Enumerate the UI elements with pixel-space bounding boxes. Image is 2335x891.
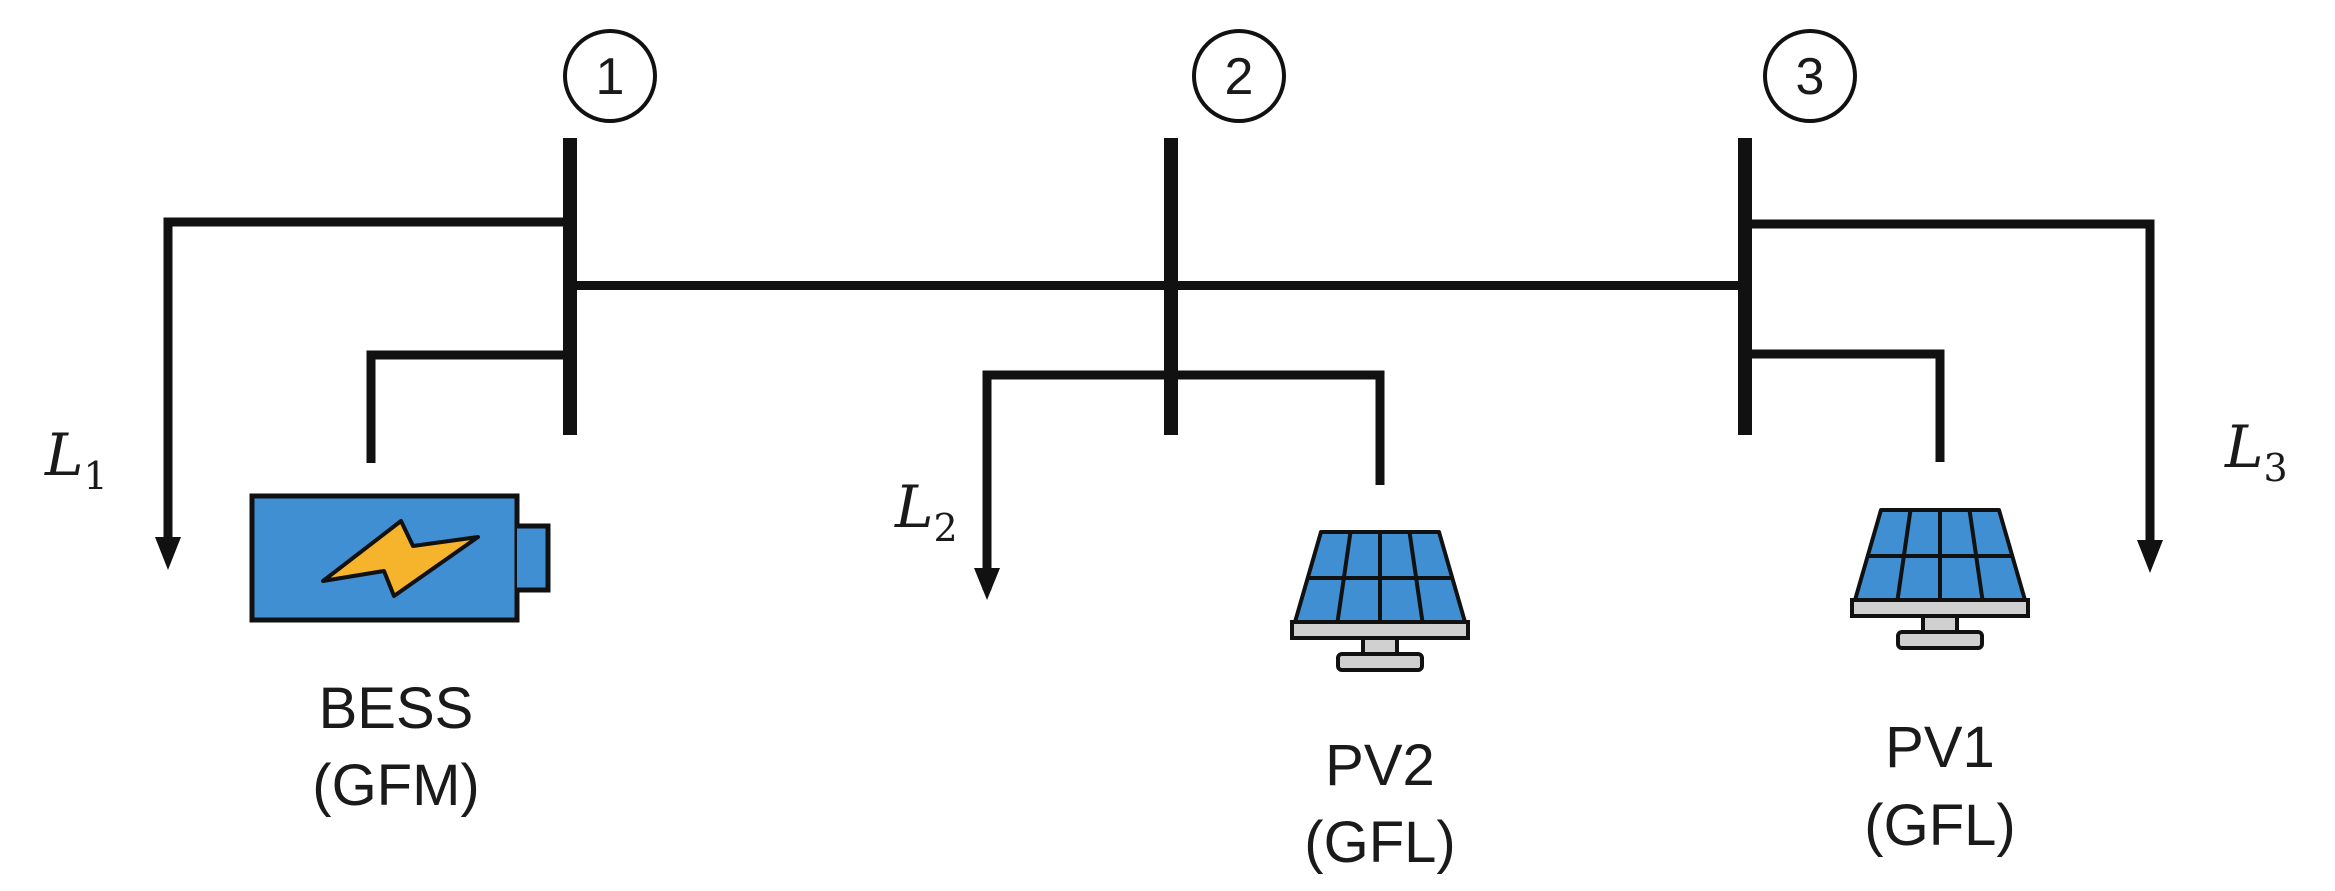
load-3-feeder [1752,219,2163,573]
battery-icon [249,493,551,623]
bus-1-label: 1 [563,29,657,123]
load-1-feeder [155,217,563,570]
bess-feeder [366,350,563,463]
bess-mode: (GFM) [312,753,480,818]
load-2-arrow [974,568,1000,600]
load-3-arrow [2137,540,2163,573]
solar-panel-icon [1290,530,1470,672]
svg-text:1: 1 [596,48,625,106]
load-3-label: L3 [2224,413,2288,490]
bus-3-label: 3 [1763,29,1857,123]
pv1-mode: (GFL) [1864,793,2015,858]
lightning-bolt-icon [321,519,480,598]
bus-2-feeders [974,370,1385,600]
bus-2-label: 2 [1192,29,1286,123]
bus-1-bar [563,138,577,435]
solar-panel-icon [1850,508,2030,650]
load-1-arrow [155,537,181,570]
svg-text:3: 3 [1796,48,1825,106]
pv2-name: PV2 [1325,733,1435,798]
svg-text:2: 2 [1225,48,1254,106]
bus-3-bar [1738,138,1752,435]
pv2-mode: (GFL) [1304,810,1455,875]
load-2-label: L2 [894,473,958,550]
load-1-label: L1 [44,421,108,498]
line-1-2-3 [577,281,1738,290]
pv1-name: PV1 [1885,715,1995,780]
pv1-feeder [1752,349,1945,462]
bess-name: BESS [319,676,474,741]
